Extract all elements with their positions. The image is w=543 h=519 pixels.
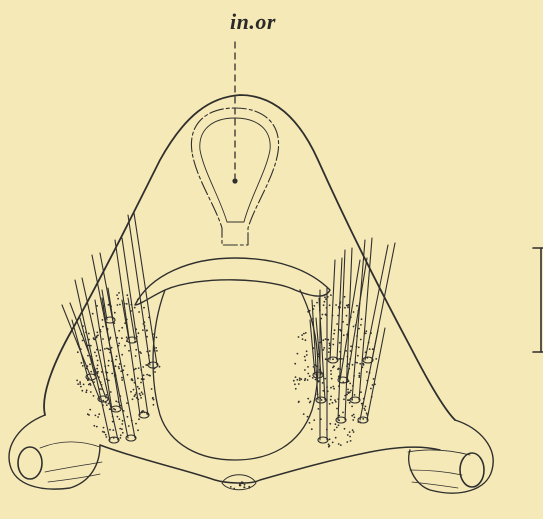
left-lobe-socket — [18, 447, 42, 479]
base-outline — [100, 445, 440, 483]
crescent-bar — [135, 258, 330, 305]
left-lobe — [9, 415, 100, 489]
inner-cavity — [153, 290, 318, 460]
scale-bar — [533, 248, 543, 352]
right-lobe-socket — [460, 453, 484, 487]
leader-point — [232, 178, 237, 183]
